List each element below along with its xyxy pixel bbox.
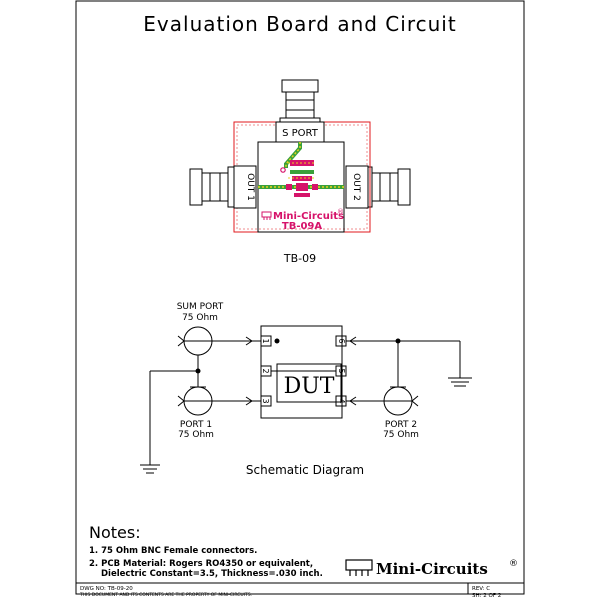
pin-number: 5 <box>337 368 346 373</box>
revision: REV: C <box>472 586 490 592</box>
logo-mark: ® <box>509 559 518 569</box>
dwg-number: DWG NO: TB-09-20 <box>80 586 133 592</box>
page-title: Evaluation Board and Circuit <box>143 12 456 36</box>
pin-number: 4 <box>337 398 346 403</box>
pcb-traces <box>258 142 344 197</box>
sheet-number: SH: 2 OF 2 <box>472 593 501 599</box>
out1-bnc-connector <box>189 166 235 208</box>
evaluation-board-drawing: S PORT OUT 1 OUT 2 <box>189 79 411 233</box>
schematic-diagram <box>140 325 472 474</box>
pin1-marker-dot <box>274 338 280 344</box>
board-brand: Mini-Circuits <box>273 211 344 222</box>
board-brand-logo: Mini-Circuits ® <box>261 208 344 222</box>
schematic-caption: Schematic Diagram <box>246 463 364 477</box>
pin-number: 3 <box>261 398 270 403</box>
junction-dot <box>195 368 201 374</box>
out2-bnc-connector <box>365 166 411 208</box>
mini-circuits-logo: Mini-Circuits ® <box>345 559 518 578</box>
note-item: Dielectric Constant=3.5, Thickness=.030 … <box>101 569 323 579</box>
sum-port-label: SUM PORT <box>177 302 224 312</box>
junction-dot <box>395 338 401 344</box>
s-port-bnc-connector <box>279 79 321 125</box>
port1-impedance: 75 Ohm <box>178 430 214 440</box>
s-port-label: S PORT <box>282 128 319 139</box>
port1-label: PORT 1 <box>180 420 212 430</box>
notes-heading: Notes: <box>89 523 141 542</box>
port2-impedance: 75 Ohm <box>383 430 419 440</box>
pin-number: 2 <box>261 368 270 373</box>
drawing-frame <box>75 0 525 595</box>
board-caption: TB-09 <box>283 252 316 265</box>
property-notice: THIS DOCUMENT AND ITS CONTENTS ARE THE P… <box>79 592 252 598</box>
note-item: 1. 75 Ohm BNC Female connectors. <box>89 546 257 556</box>
sum-port-impedance: 75 Ohm <box>182 313 218 323</box>
dut-label: DUT <box>284 374 335 399</box>
board-brand-mark: ® <box>337 208 344 216</box>
port2-label: PORT 2 <box>385 420 417 430</box>
pin-number: 6 <box>337 338 346 343</box>
pin-number: 1 <box>261 338 270 343</box>
board-model: TB-09A <box>282 221 323 232</box>
out2-label: OUT 2 <box>351 173 361 201</box>
out1-label: OUT 1 <box>245 173 255 201</box>
note-item: 2. PCB Material: Rogers RO4350 or equiva… <box>89 559 313 569</box>
logo-brand: Mini-Circuits <box>376 560 488 578</box>
